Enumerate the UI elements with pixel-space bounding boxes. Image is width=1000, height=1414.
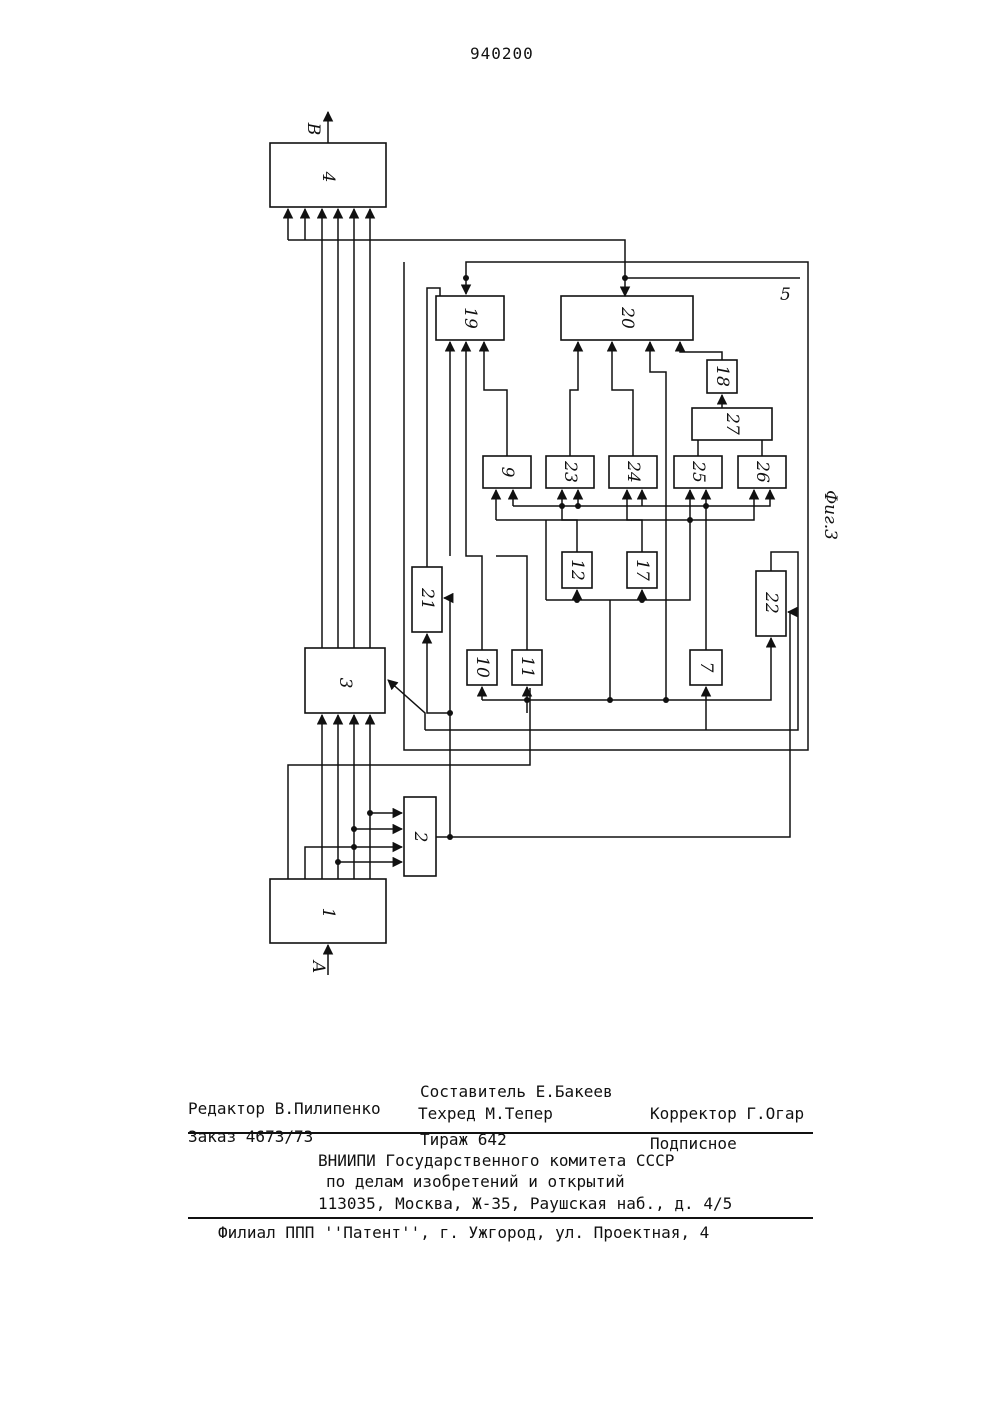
svg-text:3: 3 bbox=[335, 678, 355, 689]
svg-text:25: 25 bbox=[688, 460, 708, 483]
svg-text:12: 12 bbox=[567, 559, 587, 581]
block-2: 2 bbox=[404, 797, 436, 876]
svg-text:23: 23 bbox=[560, 460, 580, 483]
compiler: Составитель Е.Бакеев bbox=[420, 1082, 613, 1101]
svg-text:7: 7 bbox=[696, 662, 716, 673]
svg-text:24: 24 bbox=[623, 460, 643, 483]
block-25: 25 bbox=[674, 456, 722, 488]
group-label-5: 5 bbox=[780, 285, 791, 305]
svg-text:9: 9 bbox=[497, 467, 517, 478]
techred: Техред М.Тепер bbox=[418, 1104, 553, 1123]
block-10: 10 bbox=[467, 650, 497, 685]
svg-text:11: 11 bbox=[517, 656, 537, 678]
svg-text:22: 22 bbox=[761, 591, 781, 614]
block-3: 3 bbox=[305, 648, 385, 713]
corrector: Корректор Г.Огар bbox=[650, 1104, 804, 1123]
svg-text:26: 26 bbox=[752, 460, 772, 483]
rule-bottom bbox=[188, 1217, 813, 1219]
output-arrow-b: B bbox=[303, 112, 328, 143]
block-22: 22 bbox=[756, 571, 786, 636]
block-18: 18 bbox=[707, 360, 737, 393]
editor: Редактор В.Пилипенко bbox=[188, 1099, 381, 1118]
address: 113035, Москва, Ж-35, Раушская наб., д. … bbox=[318, 1194, 732, 1213]
svg-text:19: 19 bbox=[460, 307, 480, 329]
block-23: 23 bbox=[546, 456, 594, 488]
block-26: 26 bbox=[738, 456, 786, 488]
block-24: 24 bbox=[609, 456, 657, 488]
block-17: 17 bbox=[627, 552, 657, 588]
svg-text:18: 18 bbox=[712, 365, 732, 387]
svg-text:2: 2 bbox=[410, 831, 430, 843]
svg-text:1: 1 bbox=[318, 908, 338, 919]
block-9: 9 bbox=[483, 456, 531, 488]
svg-text:4: 4 bbox=[318, 171, 338, 183]
order: Заказ 4673/73 bbox=[188, 1127, 313, 1146]
block-19: 19 bbox=[436, 296, 504, 340]
svg-text:27: 27 bbox=[722, 412, 742, 435]
block-7: 7 bbox=[690, 650, 722, 685]
input-arrow-a: A bbox=[308, 945, 328, 975]
block-21: 21 bbox=[412, 567, 442, 632]
block-11: 11 bbox=[512, 650, 542, 685]
block-4: 4 bbox=[270, 143, 386, 207]
block-12: 12 bbox=[562, 552, 592, 588]
figure-caption: Фиг.3 bbox=[820, 490, 840, 540]
svg-text:21: 21 bbox=[417, 587, 437, 610]
svg-text:B: B bbox=[303, 122, 323, 136]
rule-top bbox=[188, 1132, 813, 1134]
block-27: 27 bbox=[692, 408, 772, 440]
svg-text:A: A bbox=[308, 959, 328, 973]
svg-text:20: 20 bbox=[617, 306, 637, 329]
feedback-lines bbox=[388, 262, 808, 840]
block-diagram: 4 3 1 2 19 20 18 27 9 23 24 25 26 12 17 … bbox=[0, 0, 1000, 1060]
svg-text:10: 10 bbox=[472, 656, 492, 678]
svg-text:17: 17 bbox=[632, 559, 652, 581]
org-line-1: ВНИИПИ Государственного комитета СССР bbox=[318, 1151, 674, 1170]
block-1: 1 bbox=[270, 879, 386, 943]
block-20: 20 bbox=[561, 296, 693, 340]
org-line-2: по делам изобретений и открытий bbox=[326, 1172, 625, 1191]
branch: Филиал ППП ''Патент'', г. Ужгород, ул. П… bbox=[218, 1223, 709, 1242]
